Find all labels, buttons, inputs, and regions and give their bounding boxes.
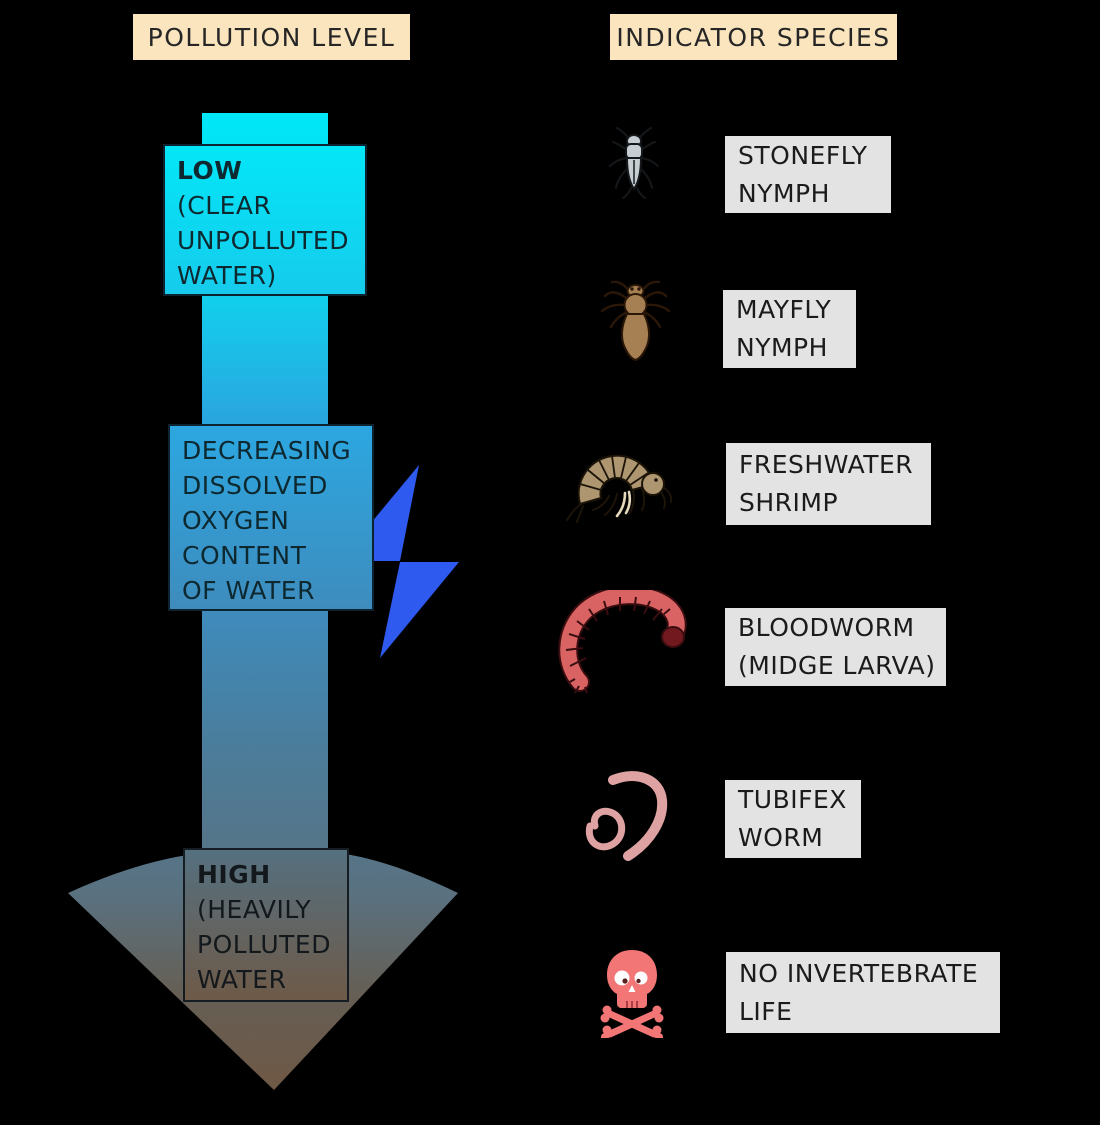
decreasing-oxygen-line: DECREASING	[182, 436, 352, 465]
skull-crossbones-icon	[600, 950, 664, 1038]
low-pollution-title: LOW	[177, 156, 243, 185]
mayfly-nymph-label: MAYFLY NYMPH	[723, 290, 856, 368]
high-pollution-line: WATER	[197, 965, 287, 994]
decreasing-oxygen-line: CONTENT	[182, 541, 307, 570]
tubifex-worm-icon	[585, 771, 668, 861]
bloodworm-icon	[558, 590, 687, 694]
decreasing-oxygen-line: OF WATER	[182, 576, 315, 605]
high-pollution-line: (HEAVILY	[197, 895, 312, 924]
species-label-line: TUBIFEX	[738, 785, 847, 814]
no-invertebrate-life-label: NO INVERTEBRATE LIFE	[726, 952, 1000, 1033]
species-label-line: NO INVERTEBRATE	[739, 958, 979, 988]
species-label-line: FRESHWATER	[739, 450, 914, 479]
species-label-line: NYMPH	[738, 178, 830, 208]
decreasing-oxygen-box: DECREASING DISSOLVED OXYGEN CONTENT OF W…	[168, 424, 374, 611]
low-pollution-line: UNPOLLUTED	[177, 226, 349, 255]
low-pollution-box: LOW (CLEAR UNPOLLUTED WATER)	[163, 144, 367, 296]
species-label-line: (MIDGE LARVA)	[738, 651, 936, 680]
species-label-line: STONEFLY	[738, 140, 868, 170]
stonefly-nymph-icon	[609, 127, 659, 199]
species-label-line: NYMPH	[736, 333, 828, 362]
low-pollution-line: (CLEAR	[177, 191, 272, 220]
freshwater-shrimp-label: FRESHWATER SHRIMP	[726, 443, 931, 525]
species-label-line: MAYFLY	[736, 295, 832, 324]
stonefly-nymph-label: STONEFLY NYMPH	[725, 136, 891, 213]
high-pollution-line: POLLUTED	[197, 930, 331, 959]
mayfly-nymph-icon	[600, 280, 671, 362]
species-label-line: LIFE	[739, 996, 793, 1026]
species-label-line: BLOODWORM	[738, 613, 915, 642]
species-label-line: SHRIMP	[739, 488, 839, 517]
high-pollution-box: HIGH (HEAVILY POLLUTED WATER	[183, 848, 349, 1002]
low-pollution-line: WATER)	[177, 261, 277, 290]
tubifex-worm-label: TUBIFEX WORM	[725, 780, 861, 858]
lightning-bolt-icon	[361, 465, 459, 658]
species-label-line: WORM	[738, 823, 824, 852]
pollution-level-header: POLLUTION LEVEL	[133, 14, 410, 60]
decreasing-oxygen-line: OXYGEN	[182, 506, 290, 535]
bloodworm-label: BLOODWORM (MIDGE LARVA)	[725, 608, 946, 686]
high-pollution-title: HIGH	[197, 860, 271, 889]
decreasing-oxygen-line: DISSOLVED	[182, 471, 328, 500]
freshwater-shrimp-icon	[566, 454, 673, 523]
indicator-species-header: INDICATOR SPECIES	[610, 14, 897, 60]
